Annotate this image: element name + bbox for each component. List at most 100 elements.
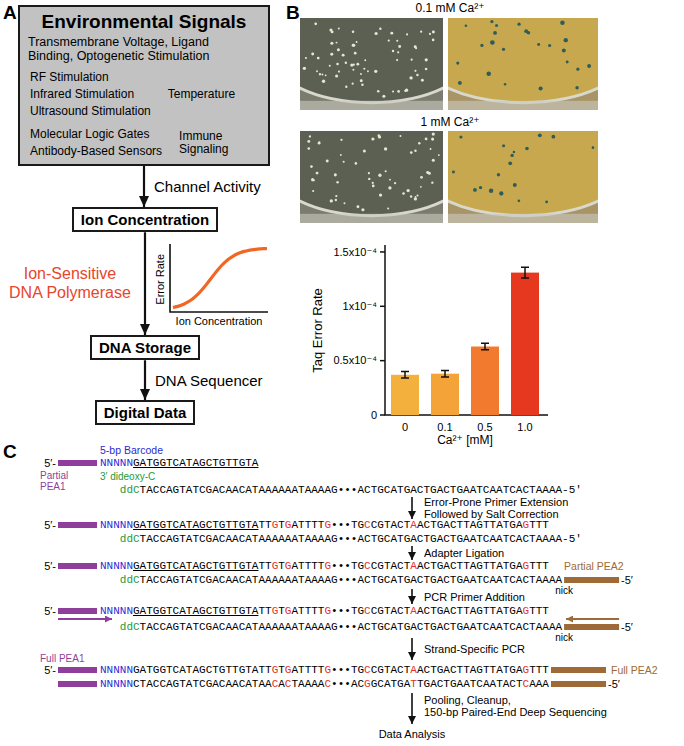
base-run: G xyxy=(324,605,331,617)
figure-part xyxy=(517,23,520,26)
base-run: ATTTT xyxy=(291,560,324,572)
step-arrow xyxy=(411,693,413,724)
adapter-bar xyxy=(58,563,97,569)
figure-part xyxy=(356,41,358,43)
figure-part xyxy=(321,74,323,76)
base-run: ACTGACTTAGTTATGA xyxy=(417,560,523,572)
step-label: Error-Prone Primer Extension xyxy=(424,496,568,509)
base-run: C xyxy=(364,605,371,617)
adapter-bar xyxy=(58,667,97,673)
figure-part xyxy=(330,199,333,202)
figure-part xyxy=(502,144,505,147)
base-run: CGTACT xyxy=(371,605,411,617)
figure-part xyxy=(316,70,318,72)
figure-part xyxy=(305,57,307,59)
base-run: T xyxy=(278,519,285,531)
tick-label: 0.5x10⁻⁴ xyxy=(333,354,377,367)
figure-part xyxy=(388,186,391,189)
panel-letter: C xyxy=(3,441,17,463)
figure-part xyxy=(420,186,422,188)
annotation: 3′ dideoxy-C xyxy=(100,471,155,483)
base-run: G xyxy=(285,664,292,676)
enzyme-label: Ion-Sensitive DNA Polymerase xyxy=(5,265,135,302)
signal-panel: Environmental SignalsTransmembrane Volta… xyxy=(18,5,270,166)
figure-part xyxy=(448,214,598,223)
step-label: Pooling, Cleanup, xyxy=(424,694,511,707)
base-run: T xyxy=(410,678,417,690)
error-bar xyxy=(521,267,529,278)
figure-part xyxy=(414,70,416,72)
figure-part xyxy=(527,31,531,35)
figure-part xyxy=(316,172,319,175)
figure-part xyxy=(361,208,364,211)
figure-part xyxy=(343,161,345,163)
base-run: G xyxy=(285,560,292,572)
figure-part xyxy=(388,39,390,41)
base-run: C xyxy=(272,678,279,690)
signal-item: Immune Signaling xyxy=(179,130,263,158)
figure-part xyxy=(538,133,542,137)
base-run: GATGGTCATAGCTGTTGTA xyxy=(133,519,258,531)
figure-part xyxy=(354,52,357,55)
figure-part xyxy=(360,73,362,75)
base-run: TT xyxy=(258,560,271,572)
adapter-bar xyxy=(58,681,97,687)
base-run: TT xyxy=(258,605,271,617)
annotation: 5-bp Barcode xyxy=(100,444,163,456)
data-bar xyxy=(391,375,419,415)
axis-tick xyxy=(380,251,385,253)
figure-part xyxy=(303,67,306,70)
figure-part xyxy=(379,28,381,30)
base-run: TACCAGTATCGACAACATAAAAAATAAAAG•••ACTGCAT… xyxy=(140,533,582,545)
base-run: C xyxy=(364,664,371,676)
annotation: nick xyxy=(555,632,573,644)
figure-part xyxy=(407,189,410,192)
base-run: G xyxy=(364,678,371,690)
base-run: A xyxy=(410,605,417,617)
figure-part xyxy=(312,179,314,181)
base-run: ACTGACTTAGTTATGA xyxy=(417,605,523,617)
figure-part xyxy=(575,86,578,89)
figure-part xyxy=(314,22,317,25)
flow-arrow xyxy=(144,232,146,335)
signal-item: Infrared Stimulation xyxy=(30,88,134,102)
figure-part xyxy=(378,134,381,137)
annotation: nick xyxy=(555,585,573,597)
figure-part xyxy=(307,147,310,150)
process-box: Digital Data xyxy=(95,400,196,425)
dna-sequence: ddCTACCAGTATCGACAACATAAAAAATAAAAG•••ACTG… xyxy=(120,574,562,587)
figure-part xyxy=(312,190,314,192)
edge-label: DNA Sequencer xyxy=(155,372,263,389)
step-arrow xyxy=(411,546,413,560)
axis-title: Ion Concentration xyxy=(176,315,263,328)
base-run: CTACCAGTATCGACAACATAA xyxy=(133,678,272,690)
figure-part xyxy=(379,193,382,196)
axis-tick xyxy=(380,360,385,362)
figure-part xyxy=(325,74,327,76)
tick-label: 0 xyxy=(402,421,408,434)
figure-part xyxy=(493,31,497,35)
adapter-bar xyxy=(551,681,606,687)
figure-part xyxy=(486,72,491,77)
base-run: G xyxy=(324,664,331,676)
primer-arrow xyxy=(58,618,112,620)
figure-part xyxy=(497,173,500,176)
base-run: GCATGA xyxy=(371,678,411,690)
figure-part xyxy=(430,148,432,150)
tick-label: 0.5 xyxy=(477,421,492,434)
edge-label: Channel Activity xyxy=(154,178,261,195)
dna-sequence: NNNNNCTACCAGTATCGACAACATAACACTAAAAC•••AC… xyxy=(100,678,549,691)
step-label: PCR Primer Addition xyxy=(424,591,525,604)
figure-part xyxy=(420,31,422,33)
signal-item: Transmembrane Voltage, Ligand Binding, O… xyxy=(28,35,233,64)
figure-part xyxy=(490,40,495,45)
figure-part xyxy=(414,45,417,48)
figure-part xyxy=(330,42,333,45)
figure-part xyxy=(368,178,370,180)
tick-label: 1.5x10⁻⁴ xyxy=(333,246,377,259)
base-run: G xyxy=(523,560,530,572)
figure-part xyxy=(566,61,569,64)
base-run: •••TG xyxy=(331,560,364,572)
figure-part xyxy=(438,154,440,156)
base-run: TACCAGTATCGACAACATAAAAAATAAAAG•••ACTGCAT… xyxy=(140,621,562,633)
